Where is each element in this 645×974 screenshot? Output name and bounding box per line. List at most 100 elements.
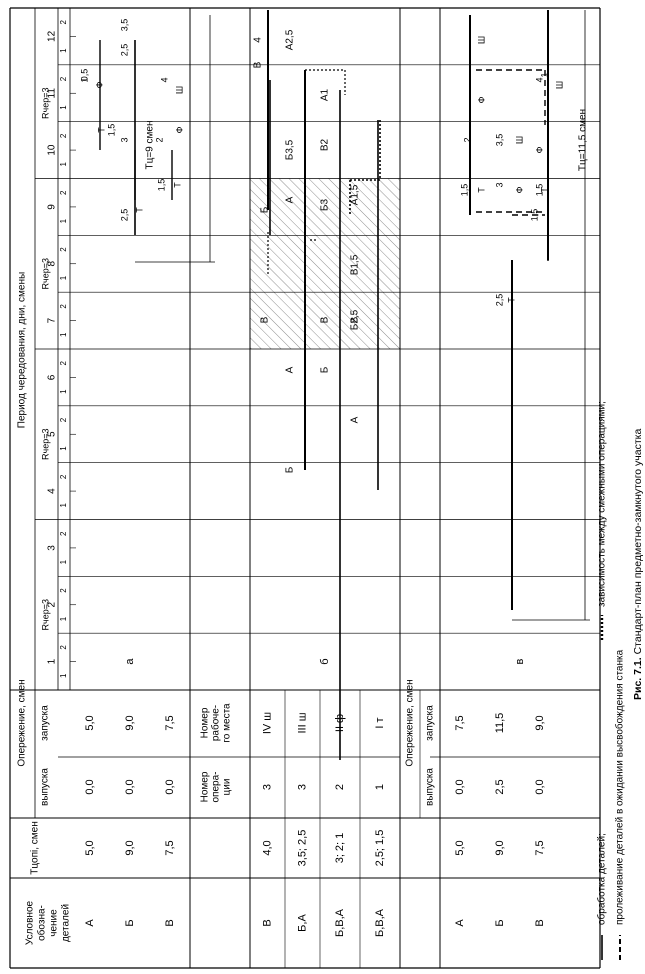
header-day: 1 xyxy=(47,658,58,664)
b-bar-label: Б xyxy=(320,366,331,373)
caption-text: Стандарт-план предметно-замкнутого участ… xyxy=(632,429,644,655)
header-shift: 2 xyxy=(59,588,68,593)
b-bar-label: А1 xyxy=(320,88,331,101)
op-value: 1 xyxy=(79,77,89,82)
b-ws: I т xyxy=(374,717,386,728)
header-shift: 1 xyxy=(59,105,68,110)
c-release: 2,5 xyxy=(494,779,506,794)
c-release: 0,0 xyxy=(454,779,466,794)
b-label: б xyxy=(319,658,331,664)
caption: Рис. 7.1. Стандарт-план предметно-замкну… xyxy=(632,429,644,700)
op-letter: Ф xyxy=(514,186,524,193)
c-part: А xyxy=(454,919,466,927)
b-bar-label: В xyxy=(260,316,271,323)
op-letter: Т xyxy=(96,127,106,133)
a-release: 0,0 xyxy=(124,779,136,794)
op-value: 2 xyxy=(154,137,164,142)
b-bar-label: В1,5 xyxy=(350,254,361,275)
op-value: 1,5 xyxy=(534,184,544,197)
header-shift: 1 xyxy=(59,332,68,337)
b-hdr-op: ции xyxy=(222,779,233,796)
b-times: 2,5; 1,5 xyxy=(374,830,386,867)
header-shift: 2 xyxy=(59,190,68,195)
header-shift: 2 xyxy=(59,19,68,24)
header-designation: чение xyxy=(49,909,60,937)
header-launch: запуска xyxy=(40,705,51,741)
hatched-area xyxy=(250,178,400,349)
op-letter: Ф xyxy=(94,81,104,88)
header-r: Rчер=3 xyxy=(40,88,50,119)
header-shift: 1 xyxy=(59,446,68,451)
header-designation: деталей xyxy=(61,904,72,942)
header-tcycle: Tцопi, смен xyxy=(30,821,41,874)
header-shift: 2 xyxy=(59,645,68,650)
header-shift: 2 xyxy=(59,133,68,138)
op-value: 1,5 xyxy=(459,184,469,197)
c-tc: 7,5 xyxy=(534,840,546,855)
b-parts: Б,В,А xyxy=(334,908,346,937)
b-parts: В xyxy=(261,919,273,926)
op-value: 4 xyxy=(534,77,544,82)
c-label: в xyxy=(514,659,526,665)
header-day: 10 xyxy=(47,144,58,156)
a-part: А xyxy=(84,919,96,927)
legend-dotted-text: зависимость между смежными операциями; xyxy=(597,401,608,607)
op-letter: Т xyxy=(172,182,182,188)
op-letter: Ш xyxy=(174,86,184,94)
c-launch: 11,5 xyxy=(494,713,506,734)
b-bar-label: А2,5 xyxy=(285,29,296,50)
b-hdr-op: опера- xyxy=(211,772,222,803)
b-times: 4,0 xyxy=(261,840,273,855)
b-hdr-ws: Номер xyxy=(200,707,211,738)
header-shift: 2 xyxy=(59,531,68,536)
b-bar-label: А xyxy=(285,196,296,203)
header-r: Rчер=3 xyxy=(40,429,50,460)
header-shift: 2 xyxy=(59,417,68,422)
header-day: 4 xyxy=(47,488,58,494)
b-bar-label: А xyxy=(350,416,361,423)
b-bar-label: 4 xyxy=(253,37,264,43)
header-r: Rчер=3 xyxy=(40,599,50,630)
b-bar-label: А xyxy=(285,366,296,373)
header-day: 5 xyxy=(47,431,58,437)
header-shift: 1 xyxy=(59,616,68,621)
b-bar-label: В xyxy=(320,316,331,323)
b-op: 3 xyxy=(296,784,308,790)
a-launch: 9,0 xyxy=(124,715,136,730)
header-shift: 1 xyxy=(59,162,68,167)
c-tc: 9,0 xyxy=(494,840,506,855)
b-bar-label: А1,5 xyxy=(350,184,361,205)
legend-solid-text: обработка деталей; xyxy=(596,833,608,925)
a-tc: 5,0 xyxy=(84,840,96,855)
c-hdr-release: выпуска xyxy=(425,768,436,806)
op-value: 3 xyxy=(494,182,504,187)
header-day: 3 xyxy=(47,545,58,551)
a-launch: 7,5 xyxy=(164,715,176,730)
b-ws: III ш xyxy=(296,712,308,733)
header-shift: 2 xyxy=(59,360,68,365)
header-designation: Условное xyxy=(25,900,36,945)
header-shift: 1 xyxy=(59,275,68,280)
header-day: 7 xyxy=(47,317,58,323)
b-bar-label: Б xyxy=(285,466,296,473)
header-r: Rчер=3 xyxy=(40,258,50,289)
op-letter: Ф xyxy=(174,126,184,133)
b-op: 1 xyxy=(374,784,386,790)
c-part: В xyxy=(534,919,546,926)
b-times: 3; 2; 1 xyxy=(334,833,346,864)
a-release: 0,0 xyxy=(164,779,176,794)
a-tc: 9,0 xyxy=(124,840,136,855)
c-tc: 5,0 xyxy=(454,840,466,855)
a-launch: 5,0 xyxy=(84,715,96,730)
b-bar-label: В2 xyxy=(320,138,331,151)
b-hdr-ws: рабоче- xyxy=(210,705,222,741)
header-shift: 2 xyxy=(59,304,68,309)
op-value: 1,5 xyxy=(156,179,166,192)
a-tc-note: Tц=9 смен xyxy=(145,121,156,170)
op-letter: Ш xyxy=(554,81,564,89)
op-letter: Т xyxy=(506,297,516,303)
b-bar-label: В xyxy=(350,316,361,323)
op-value: 1,5 xyxy=(529,209,539,222)
